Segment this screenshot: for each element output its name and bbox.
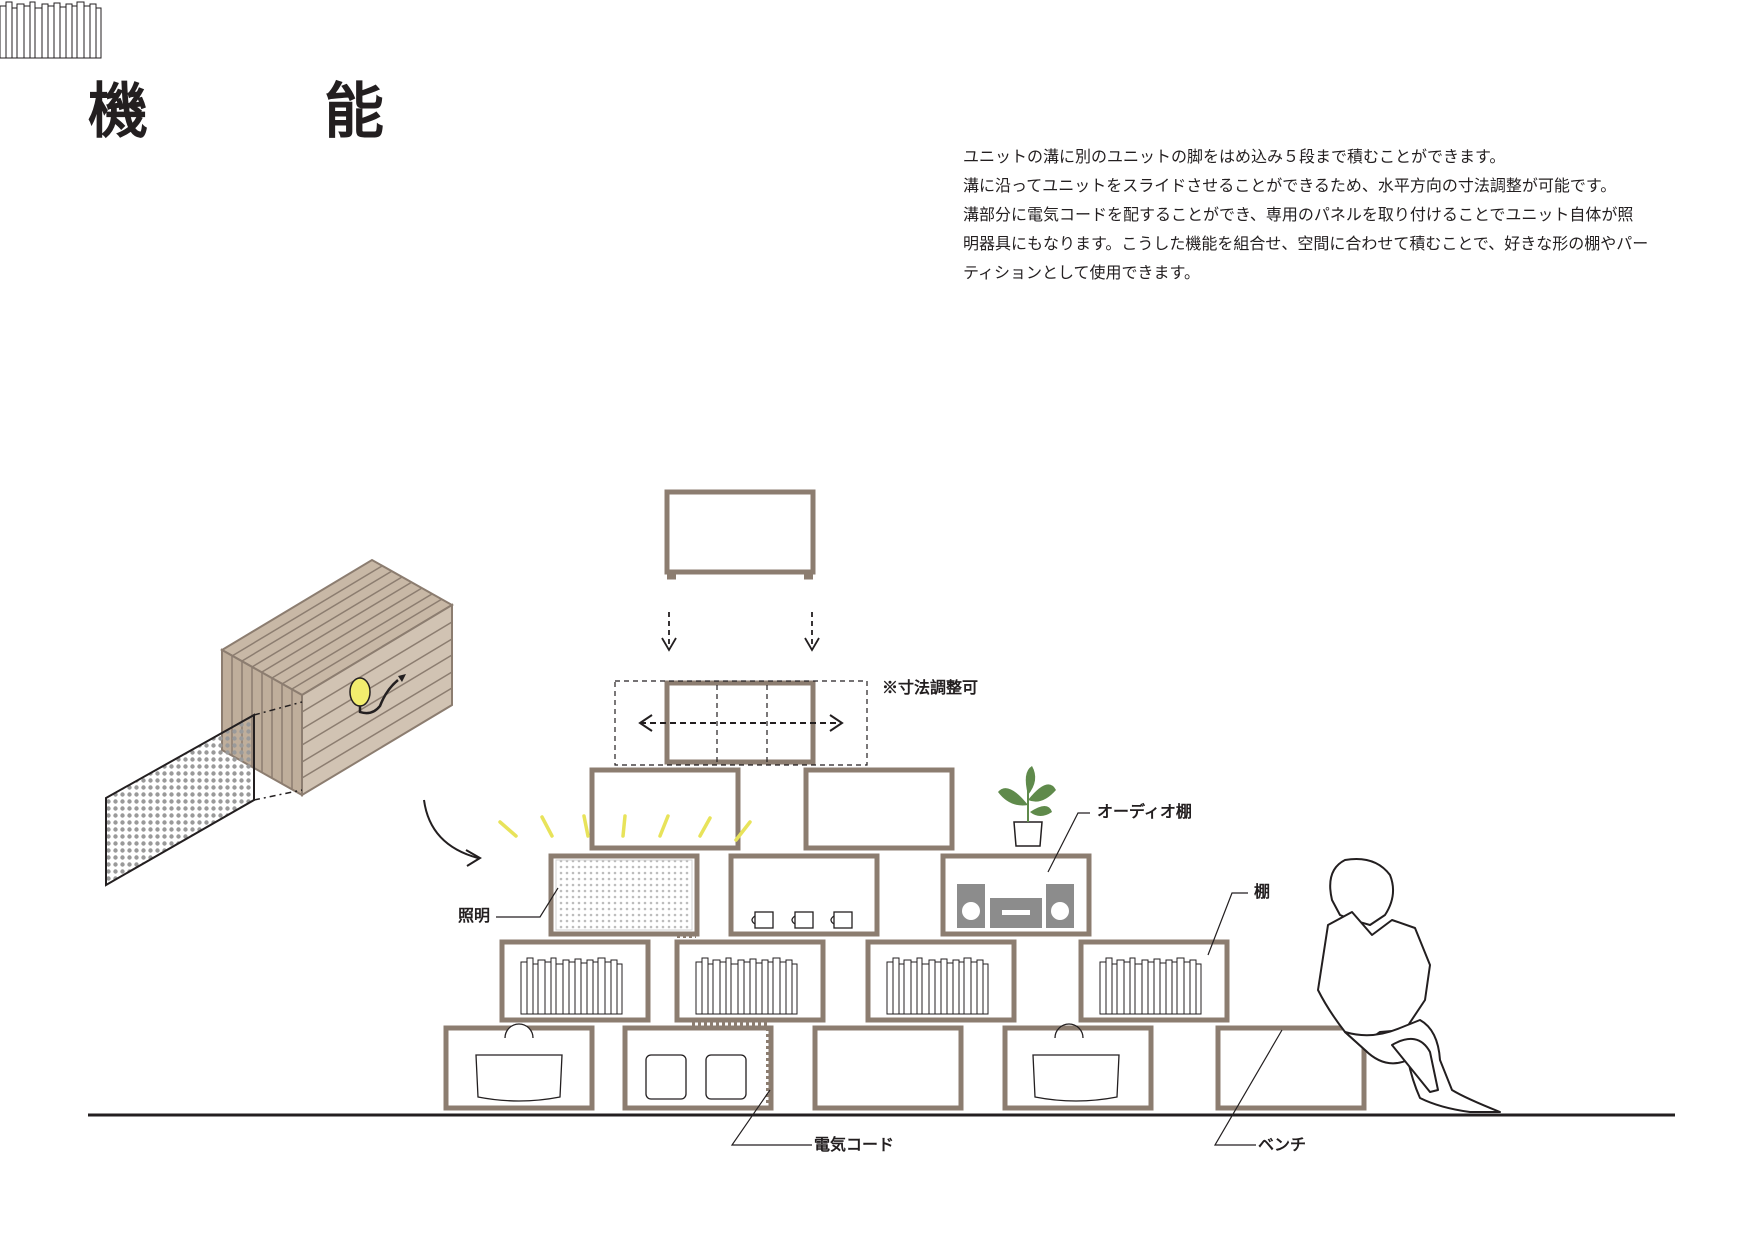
- stacked-units: [443, 489, 1367, 1111]
- label-electric-cord: 電気コード: [814, 1135, 895, 1154]
- description-line: 溝に沿ってユニットをスライドさせることができるため、水平方向の寸法調整が可能です…: [963, 176, 1617, 195]
- audio-set: [957, 884, 1074, 928]
- label-size-adjustable: ※寸法調整可: [882, 678, 979, 697]
- description-line: ユニットの溝に別のユニットの脚をはめ込み５段まで積むことができます。: [963, 147, 1506, 166]
- curved-arrow: [423, 799, 482, 867]
- slide-arrow: [638, 714, 844, 732]
- slide-guide: [614, 680, 868, 766]
- books: [0, 1, 1202, 1015]
- description-line: 溝部分に電気コードを配することができ、専用のパネルを取り付けることでユニット自体…: [963, 205, 1634, 224]
- cups: [751, 911, 853, 929]
- down-arrows: [661, 612, 820, 652]
- description-line: ティションとして使用できます。: [963, 263, 1200, 282]
- leader-lines: [496, 812, 1283, 1146]
- label-bench: ベンチ: [1258, 1135, 1307, 1154]
- label-shelf: 棚: [1254, 882, 1271, 901]
- plant: [998, 766, 1056, 847]
- description-line: 明器具にもなります。こうした機能を組合せ、空間に合わせて積むことで、好きな形の棚…: [963, 234, 1649, 253]
- isometric-unit: [105, 558, 454, 887]
- baskets: [475, 1023, 1120, 1102]
- label-lighting: 照明: [458, 906, 491, 925]
- description: ユニットの溝に別のユニットの脚をはめ込み５段まで積むことができます。 溝に沿って…: [963, 142, 1683, 287]
- label-audio-shelf: オーディオ棚: [1097, 802, 1192, 821]
- page-title: 機 能: [88, 77, 442, 147]
- light-rays: [498, 814, 752, 842]
- person-silhouette: [1317, 858, 1501, 1113]
- lighting-panel: [555, 859, 693, 931]
- electric-cord: [675, 934, 770, 1112]
